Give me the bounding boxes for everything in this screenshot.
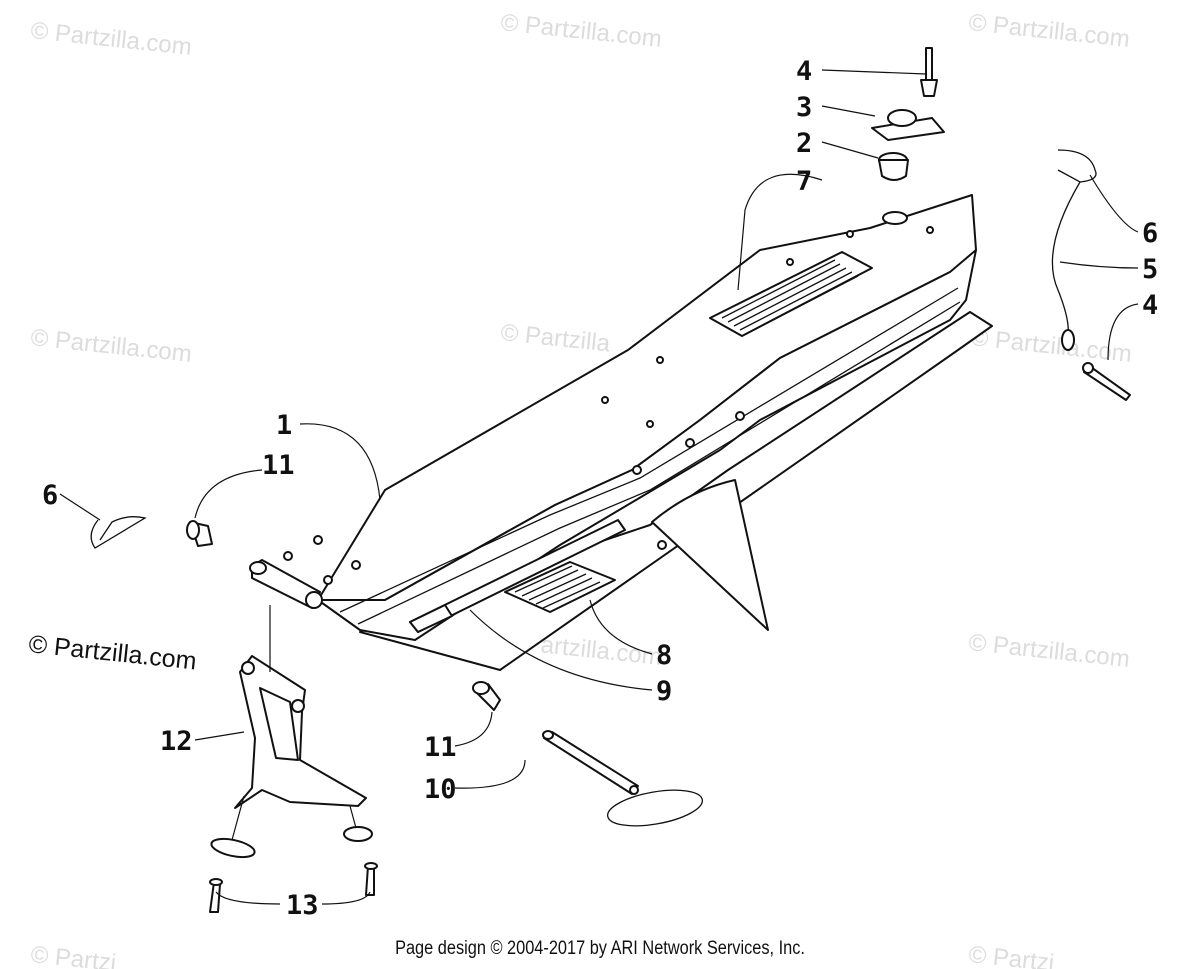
watermark-low-right: © Partzilla.com <box>967 629 1131 673</box>
callout-7: 7 <box>796 166 812 197</box>
bushing-lower <box>472 681 501 711</box>
callout-11-lower: 11 <box>424 732 457 763</box>
logo-plate <box>409 604 453 633</box>
callout-8: 8 <box>656 640 672 671</box>
washer-rivet-set <box>209 826 378 913</box>
deck-fin <box>651 479 769 631</box>
watermark-top-left: © Partzilla.com <box>29 17 193 61</box>
callout-6-right: 6 <box>1142 218 1158 249</box>
bushing-upper <box>186 520 213 547</box>
deck-rivets <box>283 211 934 585</box>
callout-4-top: 4 <box>796 56 812 87</box>
callout-10: 10 <box>424 774 457 805</box>
callout-4-right: 4 <box>1142 290 1158 321</box>
callout-12: 12 <box>160 726 193 757</box>
watermark-mid-left: © Partzilla.com <box>29 324 193 368</box>
callout-3: 3 <box>796 92 812 123</box>
hitch-bracket <box>234 655 367 809</box>
watermark-dark: © Partzilla.com <box>27 630 197 675</box>
top-decal <box>709 251 873 337</box>
callout-13: 13 <box>286 890 319 921</box>
callout-11-upper: 11 <box>262 450 295 481</box>
copyright-footer: Page design © 2004-2017 by ARI Network S… <box>395 938 805 959</box>
pull-pin <box>542 730 704 827</box>
hair-pin-clip <box>90 516 147 549</box>
watermark-top-center: © Partzilla.com <box>499 9 663 53</box>
callouts: 4 3 2 7 6 5 4 1 11 6 8 9 12 11 10 13 <box>42 56 1158 921</box>
callout-5: 5 <box>1142 254 1158 285</box>
watermark-mid-center: © Partzilla <box>499 319 612 357</box>
grommet-assembly <box>871 47 945 181</box>
leader-lines <box>59 69 1139 905</box>
bottom-decal-large <box>504 561 616 613</box>
hinge-tube <box>249 559 323 609</box>
watermark-top-right: © Partzilla.com <box>967 9 1131 53</box>
callout-9: 9 <box>656 676 672 707</box>
lanyard-assembly <box>1051 149 1131 401</box>
callout-1: 1 <box>276 410 292 441</box>
deck-plate <box>283 194 993 671</box>
callout-6-left: 6 <box>42 480 58 511</box>
callout-2: 2 <box>796 128 812 159</box>
